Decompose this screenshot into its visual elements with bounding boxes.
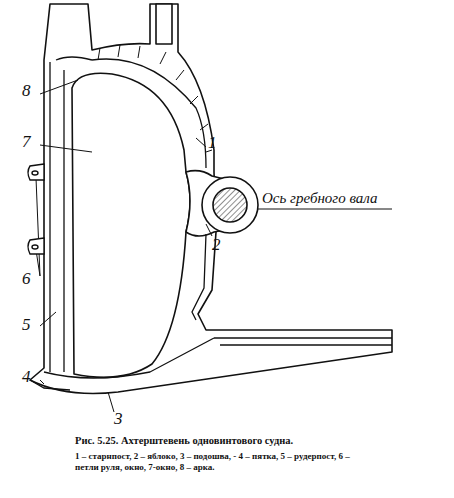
callout-number: 8 <box>22 82 31 101</box>
shaft-axis <box>258 209 392 210</box>
callout-number: 1 <box>208 134 217 153</box>
sole-channel <box>214 337 392 338</box>
heel <box>30 380 70 390</box>
figure-caption: Рис. 5.25. Ахтерштевень одновинтового су… <box>75 435 293 447</box>
leader-lines <box>36 80 212 412</box>
caption-legend: 1 – старнпост, 2 – яблоко, 3 – подошва, … <box>75 451 375 474</box>
web-stiffener <box>98 48 100 60</box>
web-stiffener <box>160 52 166 64</box>
sternpost-flange <box>192 234 206 320</box>
callout-number: 6 <box>22 270 31 289</box>
frame-outline <box>30 4 392 394</box>
web-stiffener <box>118 45 120 57</box>
window <box>72 73 190 377</box>
rudderpost-edge <box>63 70 64 372</box>
arch-flange <box>92 59 206 168</box>
web-stiffener <box>190 96 198 104</box>
web-stiffener <box>138 46 140 58</box>
web-stiffener <box>176 70 184 80</box>
axis-label: Ось гребного вала <box>262 190 378 207</box>
callout-number: 5 <box>22 316 31 335</box>
sole-channel <box>220 344 392 345</box>
web-stiffener <box>200 124 208 130</box>
callout-number: 4 <box>22 368 31 387</box>
shaft-boss-ring <box>202 177 258 233</box>
callout-number: 2 <box>212 236 221 255</box>
callout-number: 7 <box>22 133 31 152</box>
rudder-pintles <box>28 164 44 254</box>
rudderpost-edge <box>49 62 50 372</box>
callout-number: 3 <box>114 410 123 429</box>
sole-edge <box>44 338 214 378</box>
upper-post <box>156 4 172 44</box>
arch-flange <box>56 57 92 60</box>
